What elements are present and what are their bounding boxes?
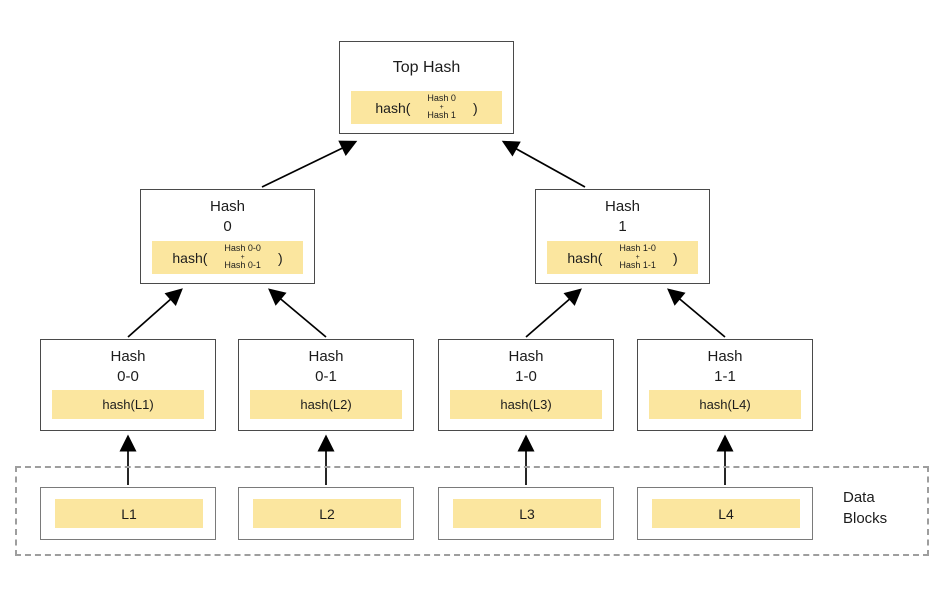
node-title-line1: Hash	[308, 348, 344, 365]
arrow-hash1-to-top	[501, 140, 586, 188]
data-blocks-region	[15, 466, 929, 556]
hash-arg-bottom: Hash 0-1	[224, 260, 261, 270]
node-title-line1: Hash	[110, 348, 146, 365]
data-block-l1: L1	[40, 487, 216, 540]
data-blocks-caption: Data Blocks	[843, 487, 887, 529]
hash-fn-close: )	[672, 249, 678, 266]
hash-value-highlight: hash(L2)	[250, 390, 402, 419]
node-title-line1: Hash	[604, 198, 641, 215]
node-hash-0: Hash 0 hash( Hash 0-0 + Hash 0-1 )	[140, 189, 315, 284]
hash-arg-top: Hash 0	[427, 93, 456, 104]
hash-value-highlight: hash(L3)	[450, 390, 602, 419]
arrow-hash10-to-hash1	[525, 288, 582, 338]
data-block-l4: L4	[637, 487, 813, 540]
node-title-line1: Hash	[707, 348, 743, 365]
hash-function-highlight: hash( Hash 0-0 + Hash 0-1 )	[152, 241, 303, 274]
hash-fn-close: )	[472, 99, 478, 116]
node-title-line1: Hash	[508, 348, 544, 365]
arrow-hash0-to-top	[261, 140, 358, 188]
node-title: Top Hash	[392, 59, 461, 76]
hash-arg-top: Hash 1-0	[619, 243, 656, 254]
node-title: Hash 0	[141, 190, 314, 236]
hash-args: Hash 0-0 + Hash 0-1	[224, 243, 261, 271]
node-title-line2: 1	[618, 217, 627, 235]
hash-arg-top: Hash 0-0	[224, 243, 261, 254]
data-block-l2: L2	[238, 487, 414, 540]
data-blocks-caption-line1: Data	[843, 489, 875, 506]
data-block-label: L4	[652, 499, 800, 528]
arrow-hash01-to-hash0	[268, 288, 327, 338]
node-hash-0-0: Hash 0-0 hash(L1)	[40, 339, 216, 431]
node-top-hash: Top Hash hash( Hash 0 + Hash 1 )	[339, 41, 514, 134]
arrow-hash00-to-hash0	[127, 288, 183, 338]
arrow-hash11-to-hash1	[667, 288, 726, 338]
hash-arg-bottom: Hash 1	[427, 110, 456, 120]
node-title-line2: 0-0	[117, 367, 139, 385]
node-hash-0-1: Hash 0-1 hash(L2)	[238, 339, 414, 431]
node-title: Hash 1	[536, 190, 709, 236]
plus-sign: +	[635, 254, 640, 261]
plus-sign: +	[240, 254, 245, 261]
node-hash-1-1: Hash 1-1 hash(L4)	[637, 339, 813, 431]
node-hash-1: Hash 1 hash( Hash 1-0 + Hash 1-1 )	[535, 189, 710, 284]
hash-arg-bottom: Hash 1-1	[619, 260, 656, 270]
node-title-line2: 0	[223, 217, 232, 235]
data-blocks-caption-line2: Blocks	[843, 510, 888, 527]
node-title-line2: 1-1	[714, 367, 736, 385]
data-block-label: L2	[253, 499, 401, 528]
node-title: Hash 1-0	[439, 340, 613, 386]
node-title-line1: Hash	[209, 198, 246, 215]
hash-args: Hash 1-0 + Hash 1-1	[619, 243, 656, 271]
plus-sign: +	[439, 104, 444, 111]
hash-function-highlight: hash( Hash 0 + Hash 1 )	[351, 91, 502, 124]
data-block-l3: L3	[438, 487, 614, 540]
hash-fn-open: hash(	[567, 249, 603, 266]
data-block-label: L1	[55, 499, 203, 528]
hash-fn-close: )	[277, 249, 283, 266]
hash-value-highlight: hash(L1)	[52, 390, 204, 419]
node-title: Hash 0-0	[41, 340, 215, 386]
node-title: Hash 1-1	[638, 340, 812, 386]
node-title-line2: 0-1	[315, 367, 337, 385]
hash-function-highlight: hash( Hash 1-0 + Hash 1-1 )	[547, 241, 698, 274]
hash-fn-open: hash(	[375, 99, 411, 116]
node-title: Hash 0-1	[239, 340, 413, 386]
node-title-line2: 1-0	[515, 367, 537, 385]
hash-args: Hash 0 + Hash 1	[427, 93, 456, 121]
hash-fn-open: hash(	[172, 249, 208, 266]
data-block-label: L3	[453, 499, 601, 528]
node-hash-1-0: Hash 1-0 hash(L3)	[438, 339, 614, 431]
hash-value-highlight: hash(L4)	[649, 390, 801, 419]
